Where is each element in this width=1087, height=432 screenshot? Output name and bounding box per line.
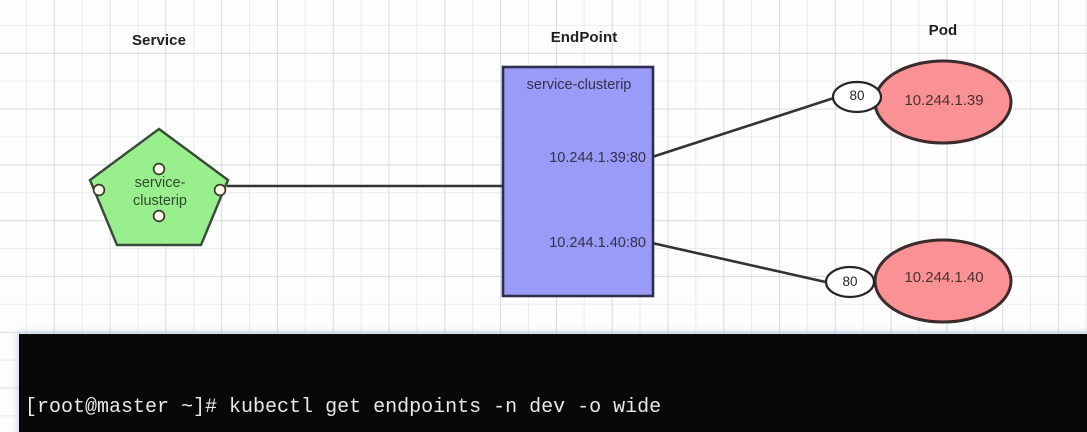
pod-port-bubble-2[interactable] — [824, 265, 876, 299]
endpoint-box-title: service-clusterip — [526, 77, 632, 93]
service-handle-top[interactable] — [152, 162, 166, 176]
pod-port-label-2: 80 — [842, 274, 858, 289]
group-title-endpoint: EndPoint — [550, 29, 618, 46]
pod-ip-label-1: 10.244.1.39 — [904, 92, 984, 109]
pod-port-bubble-1[interactable] — [831, 80, 883, 114]
terminal-prompt: [root@master ~]# — [25, 396, 230, 419]
endpoint-box-shape[interactable] — [501, 65, 655, 298]
service-node-label-line2: clusterip — [133, 193, 187, 210]
pod-port-label-1: 80 — [849, 88, 865, 103]
endpoint-row-2: 10.244.1.40:80 — [549, 235, 646, 251]
group-title-pod: Pod — [928, 22, 958, 39]
terminal-command: kubectl get endpoints -n dev -o wide — [229, 396, 662, 419]
endpoint-row-1: 10.244.1.39:80 — [549, 150, 646, 166]
service-pentagon-shape[interactable] — [88, 127, 230, 247]
service-handle-left[interactable] — [92, 183, 106, 197]
edge-endpoint1-to-pod1 — [651, 95, 838, 159]
service-handle-bottom[interactable] — [152, 209, 166, 223]
group-title-service: Service — [131, 32, 187, 49]
edge-endpoint2-to-pod2 — [651, 241, 831, 285]
service-handle-right[interactable] — [213, 183, 227, 197]
terminal-window[interactable]: [root@master ~]# kubectl get endpoints -… — [19, 334, 1087, 432]
pod-ip-label-2: 10.244.1.40 — [904, 269, 984, 286]
service-node-label-line1: service- — [134, 175, 186, 191]
terminal-command-line: [root@master ~]# kubectl get endpoints -… — [25, 394, 1087, 421]
service-node-label: service- clusterip — [110, 174, 210, 211]
